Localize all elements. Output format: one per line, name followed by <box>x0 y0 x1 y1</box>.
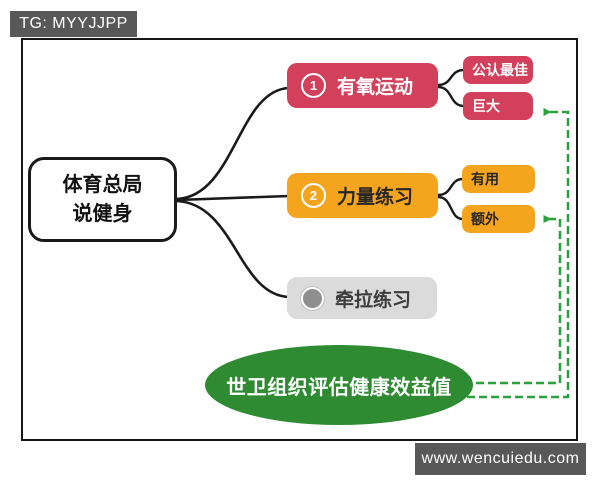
edge-root-strength <box>175 194 291 202</box>
root-node-label-line1: 体育总局 <box>62 173 143 196</box>
edge-root-aerobic <box>175 86 291 201</box>
edge-aerobic-best <box>436 68 466 87</box>
who-assessment-label: 世卫组织评估健康效益值 <box>226 376 452 399</box>
telegram-badge-label: TG: MYYJJPP <box>19 15 128 32</box>
dashed-arrow-to-extra <box>452 215 562 385</box>
branch-strength-label: 力量练习 <box>337 187 414 208</box>
subnode-huge: 巨大 <box>463 92 533 120</box>
root-node-label-line2: 说健身 <box>72 202 133 225</box>
branch-aerobic-label: 有氧运动 <box>337 77 414 98</box>
number-1-icon: 1 <box>301 73 326 98</box>
subnode-extra: 额外 <box>462 205 535 233</box>
who-assessment-ellipse: 世卫组织评估健康效益值 <box>205 345 473 425</box>
subnode-recognized-best: 公认最佳 <box>463 56 533 84</box>
root-node: 体育总局 说健身 <box>28 157 177 242</box>
website-badge-label: www.wencuiedu.com <box>421 450 580 467</box>
branch-strength-training: 2 力量练习 <box>287 173 438 218</box>
website-badge: www.wencuiedu.com <box>415 443 586 475</box>
branch-stretching: 牵拉练习 <box>287 277 437 319</box>
edge-strength-extra <box>436 195 465 221</box>
edge-root-stretch <box>175 199 291 299</box>
dashed-arrow-to-huge <box>455 108 570 399</box>
branch-aerobic-exercise: 1 有氧运动 <box>287 63 438 108</box>
subnode-useful: 有用 <box>462 165 535 193</box>
number-2-icon: 2 <box>301 183 326 208</box>
telegram-badge: TG: MYYJJPP <box>10 11 137 37</box>
edge-aerobic-huge <box>436 85 466 108</box>
gray-bullet-icon <box>301 286 324 310</box>
edge-strength-useful <box>436 177 465 197</box>
branch-stretch-label: 牵拉练习 <box>335 289 412 311</box>
